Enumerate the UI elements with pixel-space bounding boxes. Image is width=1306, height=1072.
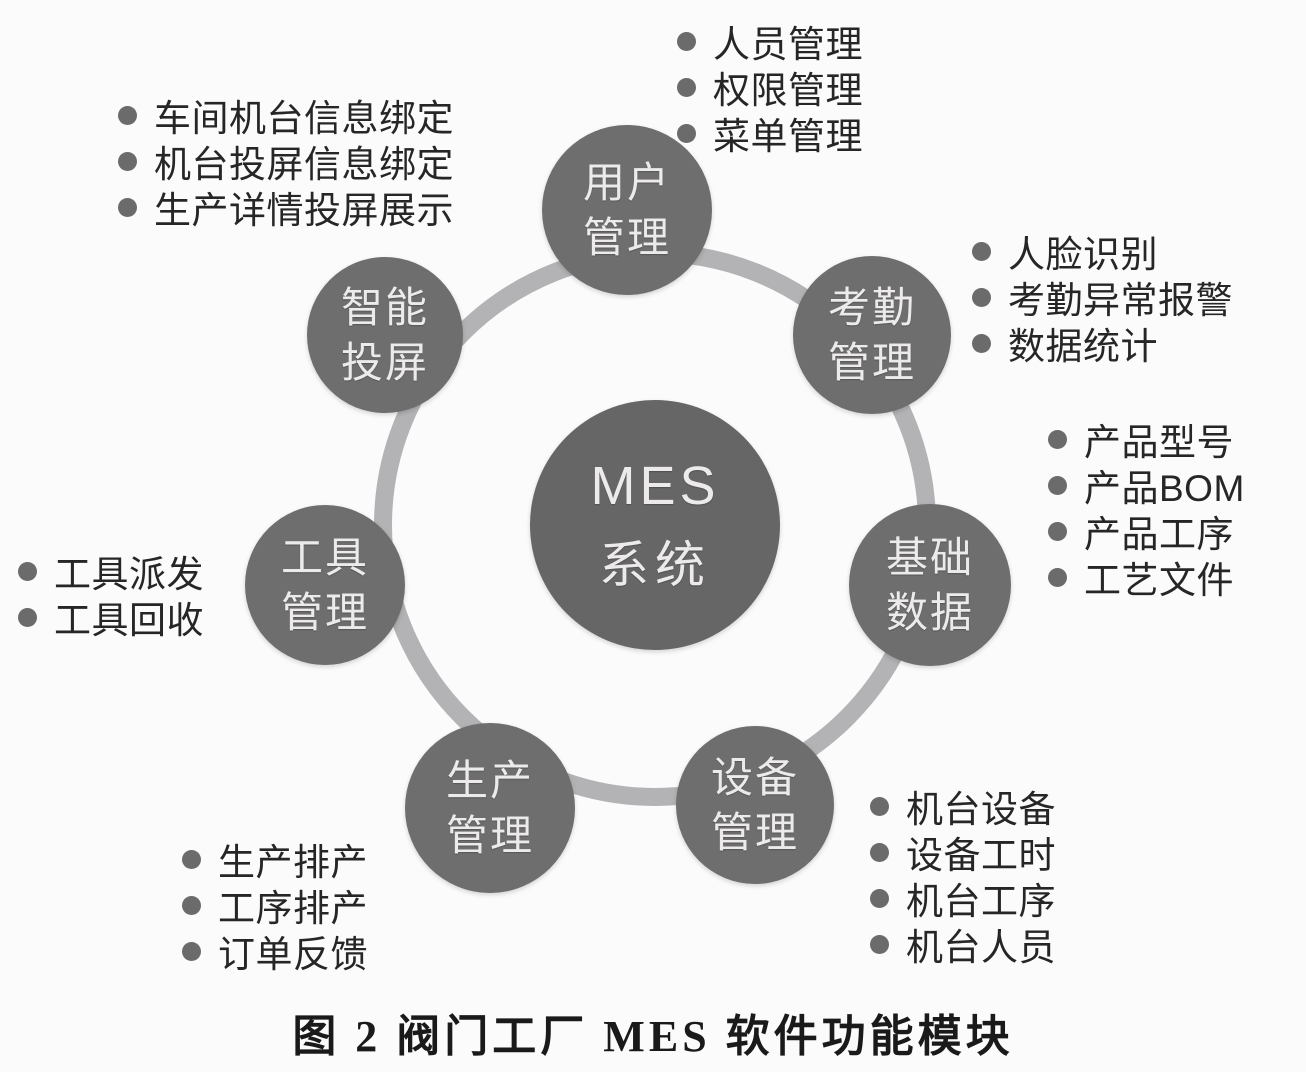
bullet-dot-icon [972,241,991,261]
list-item-label: 机台投屏信息绑定 [154,144,454,185]
list-item-label: 机台设备 [906,789,1056,830]
list-item: 工序排产 [182,882,368,929]
node-production-management-line2: 管理 [445,812,534,859]
list-item: 人员管理 [677,18,863,65]
node-basic-data[interactable]: 基础 数据 [849,504,1011,666]
list-item: 菜单管理 [677,110,863,157]
node-smart-screen-line1: 智能 [340,283,429,331]
list-item: 考勤异常报警 [972,274,1233,321]
list-item: 权限管理 [677,64,863,111]
node-attendance-management-line1: 考勤 [827,283,916,331]
list-item-label: 产品型号 [1084,422,1234,463]
list-item: 设备工时 [870,829,1056,876]
list-item-label: 设备工时 [906,835,1056,876]
list-item: 机台投屏信息绑定 [118,138,454,185]
list-item-label: 机台人员 [906,927,1056,968]
node-attendance-management[interactable]: 考勤 管理 [793,256,951,414]
list-item-label: 权限管理 [713,70,863,111]
node-user-management[interactable]: 用户 管理 [542,125,712,295]
list-item: 订单反馈 [182,928,368,975]
bullet-dot-icon [182,895,201,915]
list-item-label: 生产排产 [218,842,368,883]
bullets-production-management: 生产排产 工序排产 订单反馈 [182,836,368,975]
list-item: 数据统计 [972,320,1233,367]
list-item: 工具回收 [18,594,204,641]
bullet-dot-icon [972,333,991,353]
list-item: 生产排产 [182,836,368,883]
bullet-dot-icon [870,796,889,816]
list-item-label: 工艺文件 [1084,560,1234,601]
center-node-mes-system: MES 系统 [530,400,780,650]
bullets-equipment-management: 机台设备 设备工时 机台工序 机台人员 [870,783,1056,968]
bullets-user-management: 人员管理 权限管理 菜单管理 [677,18,863,157]
list-item: 工具派发 [18,548,204,595]
list-item-label: 工具派发 [54,554,204,595]
bullet-dot-icon [118,151,137,171]
bullet-dot-icon [870,888,889,908]
list-item-label: 机台工序 [906,881,1056,922]
list-item: 产品型号 [1048,416,1245,463]
center-node-line2: 系统 [599,537,711,594]
bullets-basic-data: 产品型号 产品BOM 产品工序 工艺文件 [1048,416,1245,601]
bullets-tool-management: 工具派发 工具回收 [18,548,204,641]
bullet-dot-icon [870,842,889,862]
list-item-label: 数据统计 [1008,326,1158,367]
node-equipment-management-line1: 设备 [710,753,799,801]
list-item-label: 生产详情投屏展示 [154,190,454,231]
node-equipment-management-line2: 管理 [710,809,799,856]
bullet-dot-icon [18,607,37,627]
node-smart-screen-line2: 投屏 [340,339,429,386]
list-item-label: 车间机台信息绑定 [154,98,454,139]
list-item-label: 考勤异常报警 [1008,280,1233,321]
list-item-label: 人员管理 [713,24,863,65]
list-item-label: 工序排产 [218,888,368,929]
bullet-dot-icon [182,849,201,869]
bullet-dot-icon [118,197,137,217]
figure-caption: 图 2 阀门工厂 MES 软件功能模块 [292,1012,1014,1061]
bullet-dot-icon [1048,475,1067,495]
bullet-dot-icon [677,123,696,143]
list-item-label: 菜单管理 [713,116,863,157]
node-production-management[interactable]: 生产 管理 [405,723,575,893]
node-production-management-line1: 生产 [445,756,534,804]
node-tool-management[interactable]: 工具 管理 [245,505,405,665]
list-item: 车间机台信息绑定 [118,92,454,139]
bullet-dot-icon [677,31,696,51]
list-item-label: 产品BOM [1084,468,1245,509]
bullet-dot-icon [1048,567,1067,587]
node-tool-management-line2: 管理 [280,589,369,636]
bullet-dot-icon [677,77,696,97]
node-user-management-line2: 管理 [582,214,671,261]
node-basic-data-line2: 数据 [885,589,974,636]
node-user-management-line1: 用户 [582,158,671,206]
bullet-dot-icon [870,934,889,954]
center-node-line1: MES [590,455,720,516]
list-item-label: 产品工序 [1084,514,1234,555]
list-item: 机台人员 [870,921,1056,968]
list-item-label: 订单反馈 [218,934,368,975]
bullet-dot-icon [1048,521,1067,541]
bullet-dot-icon [118,105,137,125]
list-item: 产品BOM [1048,462,1245,509]
bullets-attendance-management: 人脸识别 考勤异常报警 数据统计 [972,228,1233,367]
bullet-dot-icon [972,287,991,307]
list-item-label: 人脸识别 [1008,234,1158,275]
list-item: 人脸识别 [972,228,1233,275]
node-smart-screen[interactable]: 智能 投屏 [307,257,463,413]
node-equipment-management[interactable]: 设备 管理 [676,726,834,884]
list-item: 产品工序 [1048,508,1245,555]
list-item: 生产详情投屏展示 [118,184,454,231]
node-basic-data-line1: 基础 [885,533,974,581]
bullet-dot-icon [18,561,37,581]
bullets-smart-screen: 车间机台信息绑定 机台投屏信息绑定 生产详情投屏展示 [118,92,454,231]
bullet-dot-icon [1048,429,1067,449]
list-item: 工艺文件 [1048,554,1245,601]
list-item: 机台工序 [870,875,1056,922]
bullet-dot-icon [182,941,201,961]
list-item: 机台设备 [870,783,1056,830]
node-attendance-management-line2: 管理 [827,339,916,386]
node-tool-management-line1: 工具 [280,533,369,581]
list-item-label: 工具回收 [54,600,204,641]
